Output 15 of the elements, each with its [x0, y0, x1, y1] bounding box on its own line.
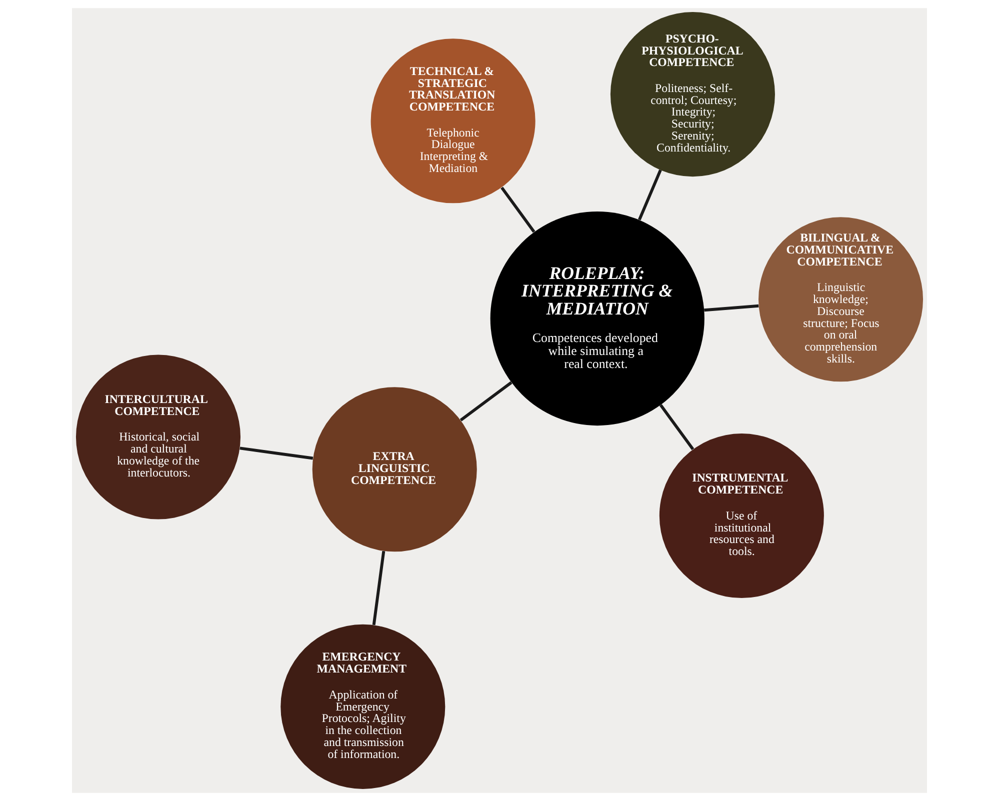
connector — [704, 304, 759, 312]
node-circle: EMERGENCY MANAGEMENT Application of Emergency Protocols; Agility in the collection and transmission of information. — [280, 624, 446, 789]
connector — [638, 170, 662, 220]
node-circle: PSYCHO-PHYSIOLOGICAL COMPETENCE Politeness; Self-control; Courtesy; Integrity; Security; Serenity; Confidentiality. — [610, 12, 775, 177]
node-circle: EXTRA LINGUISTIC COMPETENCE — [312, 387, 477, 552]
node-circle: ROLEPLAY: INTERPRETING & MEDIATION Competences developed while simulating a real context. — [490, 211, 704, 426]
connector — [500, 186, 536, 233]
node-circle: TECHNICAL & STRATEGIC TRANSLATION COMPETENCE Telephonic Dialogue Interpreting & Mediation — [370, 38, 536, 204]
node-circle: INSTRUMENTAL COMPETENCE Use of institutional resources and tools. — [659, 434, 824, 598]
connector — [372, 550, 386, 626]
node-circle: BILINGUAL & COMMUNICATIVE COMPETENCE Linguistic knowledge; Discourse structure; Focus on oral comprehension skills. — [758, 217, 924, 382]
connector — [240, 446, 314, 460]
connector — [659, 404, 694, 450]
connector — [460, 381, 512, 422]
node-circle: INTERCULTURAL COMPETENCE Historical, social and cultural knowledge of the interlocutors. — [76, 354, 240, 520]
